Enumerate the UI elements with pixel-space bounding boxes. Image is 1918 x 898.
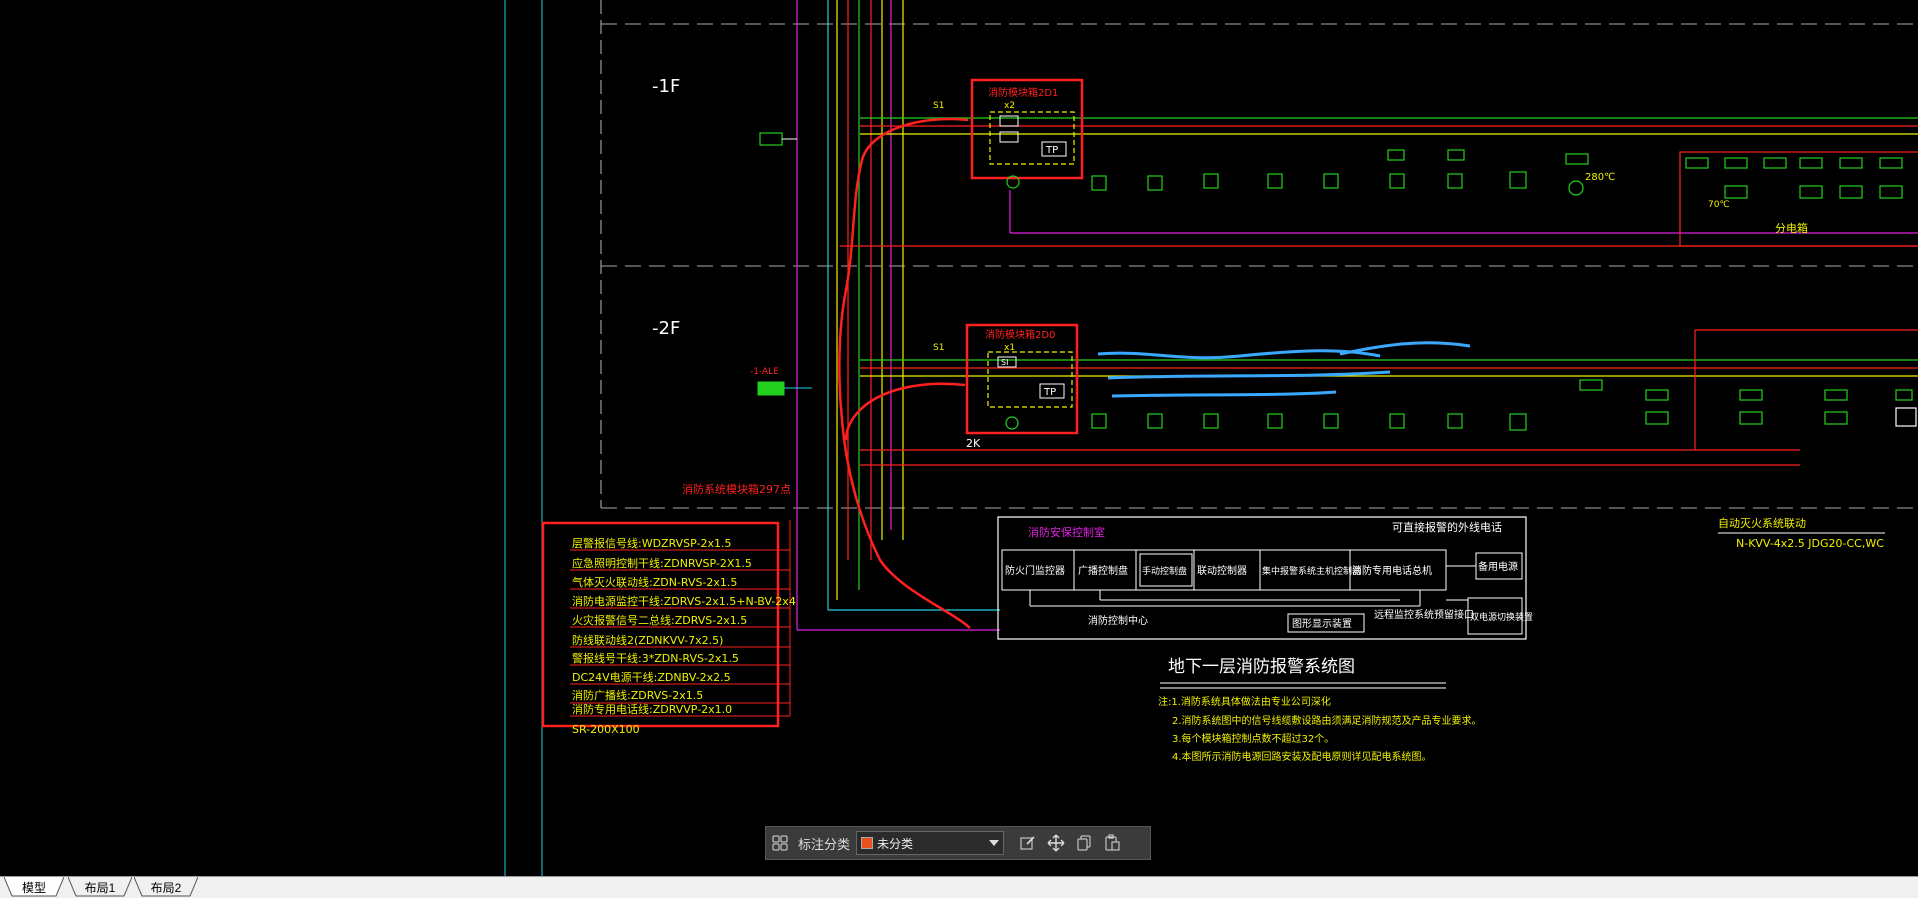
legend-item-11: SR-200X100 [572, 723, 640, 736]
trunk-lines-2f [860, 329, 1918, 466]
category-label: 标注分类 [798, 837, 851, 853]
legend-item-8: DC24V电源干线:ZDNBV-2x2.5 [572, 670, 731, 684]
cable-label: 自动灭火系统联动 [1718, 517, 1806, 530]
legend-item-2: 应急照明控制干线:ZDNRVSP-2X1.5 [572, 556, 752, 570]
backup-power: 备用电源 [1478, 560, 1518, 573]
module-circle-2 [1005, 416, 1019, 430]
legend-item-9: 消防广播线:ZDRVS-2x1.5 [572, 688, 703, 702]
device-d-1f [759, 132, 783, 146]
module-box-2-title: 消防模块箱2D0 [985, 328, 1055, 341]
power-distribution-box [1679, 151, 1918, 247]
control-room-block[interactable] [997, 516, 1527, 640]
module-linkage: 联动控制器 [1197, 564, 1247, 577]
tab-layout-2[interactable]: 布局2 [134, 877, 198, 897]
legend-item-5: 火灾报警信号二总线:ZDRVS-2x1.5 [572, 613, 747, 627]
category-select-value: 未分类 [877, 836, 914, 851]
layout-tab-bar: 模型 布局1 布局2 [0, 876, 1918, 898]
legend-item-1: 层警报信号线:WDZRVSP-2x1.5 [572, 536, 732, 550]
graphic-display: 图形显示装置 [1292, 617, 1352, 630]
move-icon[interactable] [1042, 829, 1070, 857]
tag-s1-top: S1 [933, 101, 944, 111]
risers [796, 0, 1000, 631]
note-2: 2.消防系统图中的信号线缆敷设路由须满足消防规范及产品专业要求。 [1172, 714, 1482, 727]
grid-icon[interactable] [766, 829, 794, 857]
note-1: 注:1.消防系统具体做法由专业公司深化 [1158, 695, 1331, 708]
module-tp-2-label: TP [1043, 387, 1056, 398]
note-3: 3.每个模块箱控制点数不超过32个。 [1172, 732, 1334, 745]
devices-1f [1091, 149, 1589, 196]
tag-2k: 2K [966, 437, 981, 450]
module-si-2 [997, 356, 1017, 368]
category-color-swatch [861, 837, 874, 849]
control-room-wiring [1029, 565, 1476, 607]
legend-item-4: 消防电源监控干线:ZDRVS-2x1.5+N-BV-2x4 [572, 594, 796, 608]
legend-item-3: 气体灭火联动线:ZDN-RVS-2x1.5 [572, 575, 737, 589]
temp-280: 280℃ [1585, 172, 1615, 183]
device-a-2f [757, 381, 785, 396]
module-central-alarm: 集中报警系统主机控制器 [1262, 565, 1361, 577]
tag-x2: x2 [1004, 101, 1015, 111]
legend-lines [570, 520, 791, 717]
edit-icon[interactable] [1014, 829, 1042, 857]
remote-monitor: 远程监控系统预留接口 [1374, 608, 1474, 621]
note-4: 4.本图所示消防电源回路安装及配电原则详见配电系统图。 [1172, 750, 1432, 763]
legend-item-10: 消防专用电话线:ZDRVVP-2x1.0 [572, 702, 732, 716]
tag-ale: -1-ALE [750, 367, 779, 377]
devices-power-box [1685, 157, 1903, 199]
tag-s1-bottom: S1 [933, 343, 944, 353]
copy-icon[interactable] [1070, 829, 1098, 857]
module-si-2-label: SI [1001, 358, 1008, 367]
legend-box[interactable] [541, 521, 780, 728]
module-si-1 [999, 115, 1019, 127]
red-markup-path-2 [844, 382, 966, 441]
paste-icon[interactable] [1098, 829, 1126, 857]
tag-x1: x1 [1004, 343, 1015, 353]
floor-label-2f: -2F [652, 318, 680, 339]
module-manual: 手动控制盘 [1142, 565, 1187, 577]
module-box-1-title: 消防模块箱2D1 [988, 86, 1058, 99]
annotation-toolbar: 标注分类 未分类 [765, 826, 1151, 860]
devices-2f [1091, 379, 1913, 431]
trunk-lines-1f [840, 117, 1918, 247]
diagram-title: 地下一层消防报警系统图 [1168, 657, 1355, 677]
cad-drawing[interactable]: -1F -2F [0, 0, 1918, 876]
tab-layout-1[interactable]: 布局1 [68, 877, 132, 897]
tab-model[interactable]: 模型 [4, 877, 64, 897]
device-p [1895, 407, 1917, 427]
module-box-1-inner [989, 111, 1075, 165]
floor-label-1f: -1F [652, 76, 680, 97]
floor-note: 消防系统模块箱297点 [682, 482, 791, 496]
module-box-2-inner [987, 351, 1073, 408]
legend-item-6: 防线联动线2(ZDNKVV-7x2.5) [572, 633, 723, 647]
module-bg-1 [999, 131, 1019, 143]
legend-item-7: 警报线号干线:3*ZDN-RVS-2x1.5 [572, 651, 739, 665]
module-circle-1 [1006, 175, 1020, 189]
blue-markups [1097, 341, 1471, 398]
red-markup-path [838, 117, 971, 629]
category-select[interactable]: 未分类 [856, 831, 1005, 855]
module-tp-1 [1041, 141, 1067, 157]
power-box-label: 分电箱 [1775, 221, 1808, 235]
temp-70: 70℃ [1708, 200, 1730, 210]
module-fire-door: 防火门监控器 [1005, 564, 1065, 577]
module-box-2[interactable] [965, 323, 1079, 435]
dual-power: 双电源切换装置 [1470, 611, 1533, 623]
module-box-1[interactable] [970, 78, 1084, 180]
module-phone-host: 消防专用电话总机 [1352, 564, 1432, 577]
module-broadcast: 广播控制盘 [1078, 564, 1128, 577]
control-room-title: 消防安保控制室 [1028, 525, 1105, 539]
control-center: 消防控制中心 [1088, 614, 1148, 627]
external-phone: 可直接报警的外线电话 [1392, 520, 1502, 534]
module-tp-1-label: TP [1045, 145, 1058, 156]
cad-model-space[interactable]: -1F -2F [0, 0, 1918, 876]
module-tp-2 [1039, 383, 1065, 399]
cable-spec: N-KVV-4x2.5 JDG20-CC,WC [1736, 537, 1884, 550]
chevron-down-icon [989, 840, 1000, 846]
